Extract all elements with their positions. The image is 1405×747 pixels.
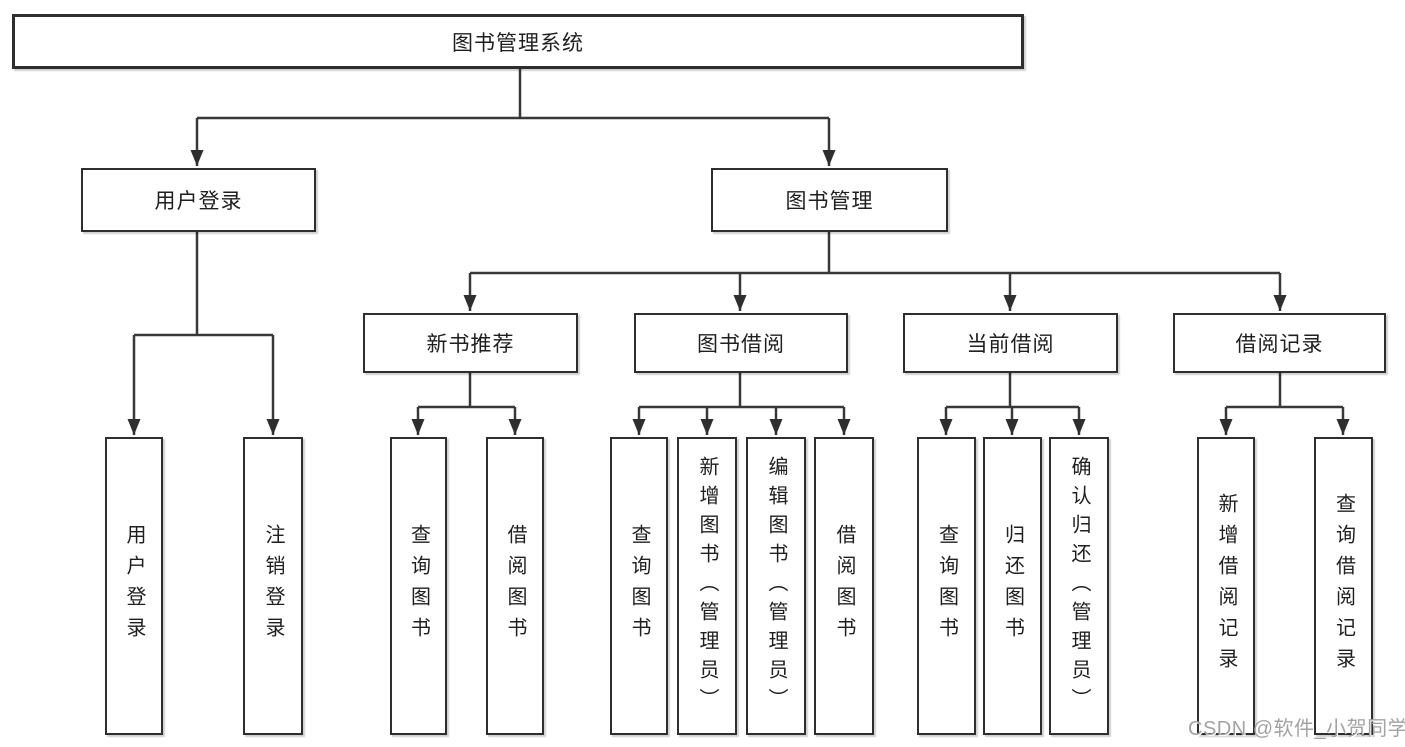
leaf-query-books-recommend: 查询图书: [390, 437, 447, 735]
node-book-borrowing: 图书借阅: [634, 313, 848, 373]
node-library-management-system: 图书管理系统: [12, 14, 1024, 69]
leaf-logout: 注销登录: [243, 437, 303, 735]
node-book-management: 图书管理: [711, 168, 948, 232]
leaf-add-borrow-record: 新增借阅记录: [1197, 437, 1255, 735]
leaf-confirm-return-admin: 确认归还（管理员）: [1049, 437, 1109, 735]
csdn-watermark: CSDN @软件_小贺同学: [1188, 718, 1405, 740]
leaf-add-books-admin: 新增图书（管理员）: [677, 437, 737, 735]
leaf-borrow-books-recommend: 借阅图书: [486, 437, 544, 735]
leaf-return-books: 归还图书: [983, 437, 1042, 735]
node-borrowing-records: 借阅记录: [1173, 313, 1386, 373]
node-current-borrowing: 当前借阅: [903, 313, 1118, 373]
leaf-borrow-books: 借阅图书: [814, 437, 874, 735]
node-user-login: 用户登录: [81, 168, 316, 232]
node-new-book-recommend: 新书推荐: [363, 313, 578, 373]
leaf-user-login: 用户登录: [105, 437, 163, 735]
leaf-query-books-current: 查询图书: [917, 437, 976, 735]
leaf-edit-books-admin: 编辑图书（管理员）: [746, 437, 806, 735]
leaf-query-books-borrow: 查询图书: [610, 437, 668, 735]
leaf-query-borrow-record: 查询借阅记录: [1314, 437, 1373, 735]
